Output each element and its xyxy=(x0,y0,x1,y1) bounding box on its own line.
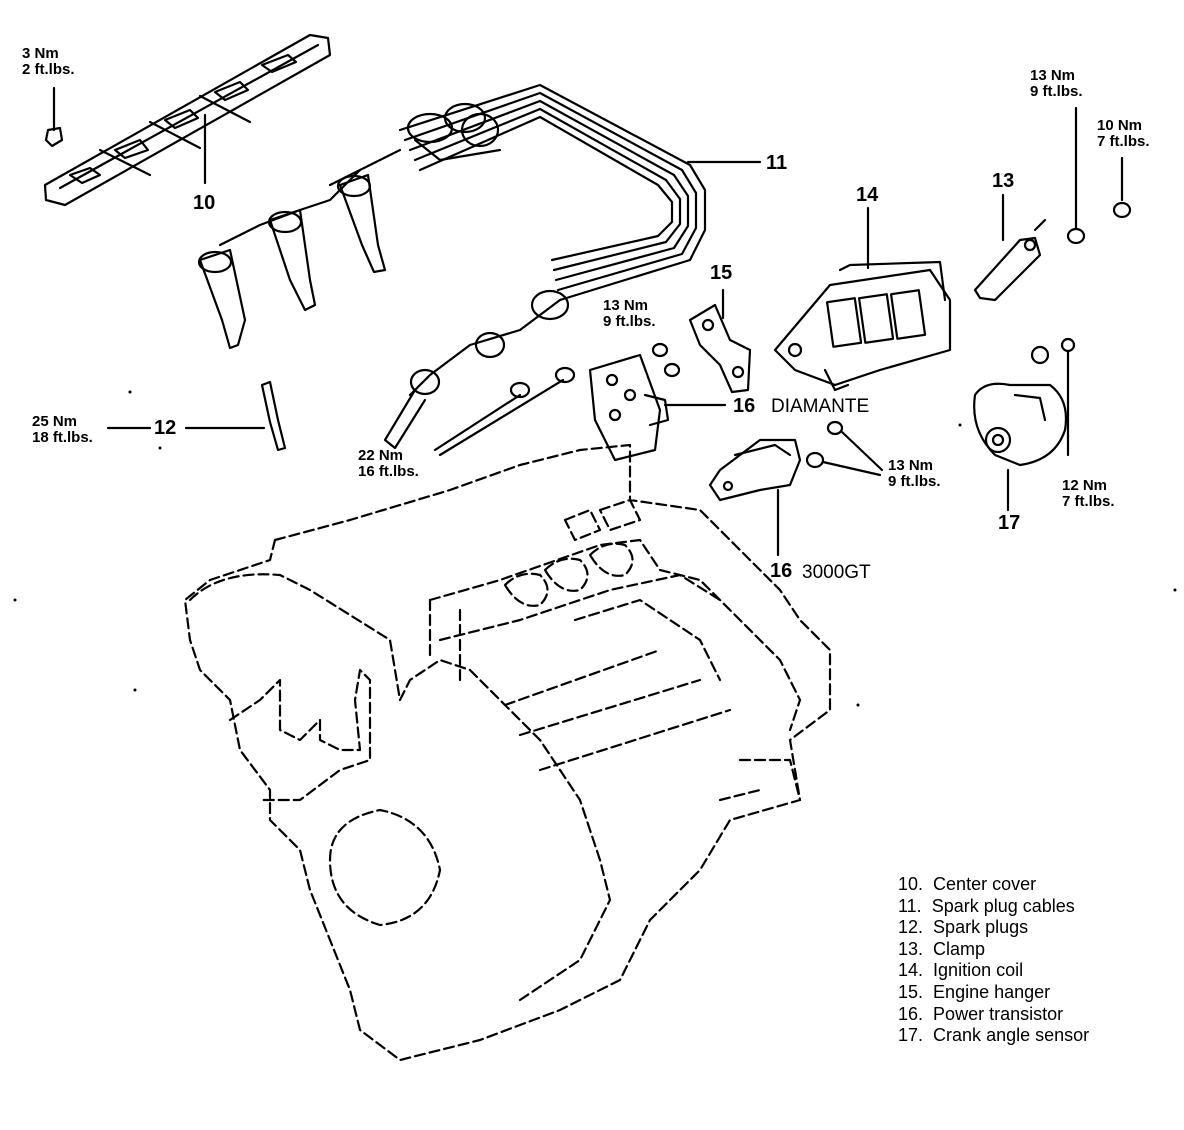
torque-label-sensor-bolt: 12 Nm 7 ft.lbs. xyxy=(1062,478,1115,510)
callout-13: 13 xyxy=(992,170,1015,192)
transistor-bolts-part xyxy=(433,366,576,457)
scan-specks xyxy=(13,390,1177,707)
torque-nm: 13 Nm xyxy=(888,457,934,474)
torque-nm: 22 Nm xyxy=(358,447,404,464)
legend-item: 12. Spark plugs xyxy=(898,917,1089,939)
torque-ftlbs: 2 ft.lbs. xyxy=(22,61,75,78)
legend-text: Engine hanger xyxy=(933,981,1051,1002)
torque-label-spark-plug: 25 Nm 18 ft.lbs. xyxy=(32,414,93,446)
legend-item: 15. Engine hanger xyxy=(898,982,1089,1004)
torque-ftlbs: 7 ft.lbs. xyxy=(1097,133,1150,150)
clamp-bolts-part xyxy=(1066,106,1132,245)
center-cover-part xyxy=(43,33,332,207)
clamp-part xyxy=(973,193,1047,302)
power-transistor-3000gt-part xyxy=(708,420,884,557)
variant-label-3000gt: 3000GT xyxy=(802,562,871,583)
torque-ftlbs: 9 ft.lbs. xyxy=(1030,83,1083,100)
torque-label-clamp-bolt: 13 Nm 9 ft.lbs. xyxy=(1030,68,1083,100)
legend-text: Clamp xyxy=(933,938,986,959)
legend-item: 16. Power transistor xyxy=(898,1004,1089,1026)
hanger-bolts-part xyxy=(651,342,681,378)
torque-label-3000gt-bolt: 13 Nm 9 ft.lbs. xyxy=(888,458,941,490)
torque-label-right-bolt: 10 Nm 7 ft.lbs. xyxy=(1097,118,1150,150)
legend-number: 12. xyxy=(898,917,924,938)
callout-14: 14 xyxy=(856,184,879,206)
torque-nm: 12 Nm xyxy=(1062,477,1108,494)
callout-11: 11 xyxy=(766,152,788,174)
torque-label-hanger-bolt: 13 Nm 9 ft.lbs. xyxy=(603,298,656,330)
legend-item: 14. Ignition coil xyxy=(898,960,1089,982)
callout-15: 15 xyxy=(710,262,733,284)
power-transistor-diamante-part xyxy=(588,353,727,462)
plug-boots-part xyxy=(197,173,387,350)
legend-text: Power transistor xyxy=(933,1003,1064,1024)
legend-number: 16. xyxy=(898,1003,924,1024)
variant-label-diamante: DIAMANTE xyxy=(771,396,870,417)
callout-17: 17 xyxy=(998,512,1021,534)
torque-nm: 13 Nm xyxy=(1030,67,1076,84)
legend-item: 11. Spark plug cables xyxy=(898,896,1089,918)
torque-label-cover-bolt: 3 Nm 2 ft.lbs. xyxy=(22,46,75,78)
legend-text: Spark plugs xyxy=(933,917,1029,938)
crank-angle-sensor-part xyxy=(973,337,1076,512)
legend-text: Center cover xyxy=(933,874,1037,894)
legend-item: 13. Clamp xyxy=(898,939,1089,961)
legend-text: Ignition coil xyxy=(933,960,1024,981)
torque-nm: 13 Nm xyxy=(603,297,649,314)
legend-number: 10. xyxy=(898,874,924,894)
torque-nm: 25 Nm xyxy=(32,413,78,430)
torque-ftlbs: 7 ft.lbs. xyxy=(1062,493,1115,510)
callout-12: 12 xyxy=(154,417,177,439)
legend-number: 15. xyxy=(898,981,924,1002)
callout-16-diamante: 16 xyxy=(733,395,756,417)
torque-ftlbs: 9 ft.lbs. xyxy=(603,313,656,330)
legend-number: 17. xyxy=(898,1025,924,1046)
spark-plug-cables-part xyxy=(218,83,707,450)
torque-ftlbs: 18 ft.lbs. xyxy=(32,429,93,446)
legend-number: 13. xyxy=(898,938,924,959)
legend-item: 17. Crank angle sensor xyxy=(898,1025,1089,1047)
legend-number: 14. xyxy=(898,960,924,981)
callout-16-3000gt: 16 xyxy=(770,560,793,582)
legend-text: Spark plug cables xyxy=(931,895,1075,916)
torque-nm: 3 Nm xyxy=(22,45,59,62)
torque-ftlbs: 9 ft.lbs. xyxy=(888,473,941,490)
engine-hanger-part xyxy=(688,288,752,394)
torque-label-transistor-bolt: 22 Nm 16 ft.lbs. xyxy=(358,448,419,480)
torque-nm: 10 Nm xyxy=(1097,117,1143,134)
engine-block-part xyxy=(183,443,832,1062)
parts-legend: 10. Center cover 11. Spark plug cables 1… xyxy=(898,874,1089,1047)
legend-item: 10. Center cover xyxy=(898,874,1089,896)
torque-ftlbs: 16 ft.lbs. xyxy=(358,463,419,480)
legend-number: 11. xyxy=(898,895,922,916)
ignition-coil-part xyxy=(773,206,952,392)
cover-bolt-part xyxy=(44,86,64,148)
legend-text: Crank angle sensor xyxy=(933,1025,1090,1046)
spark-plug-part xyxy=(106,380,287,452)
callout-10: 10 xyxy=(193,192,216,214)
